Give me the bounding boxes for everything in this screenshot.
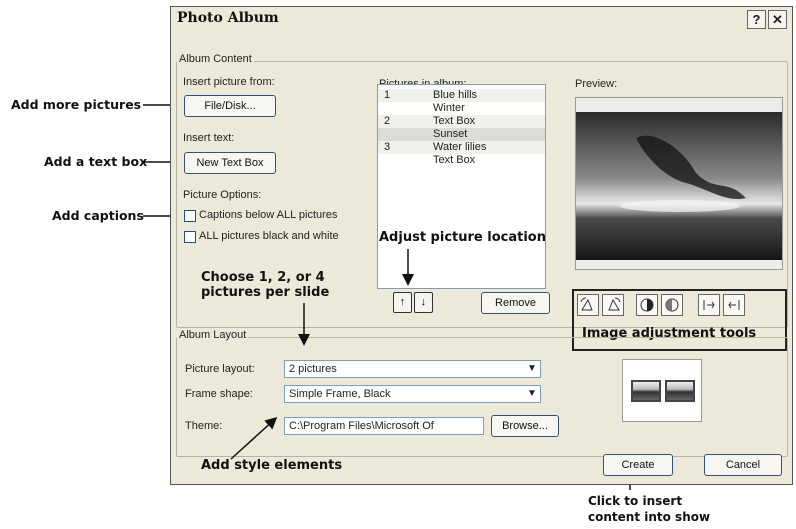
preview-label: Preview: xyxy=(575,78,618,90)
annotation-choose-layout-2: pictures per slide xyxy=(201,285,330,300)
preview-image xyxy=(575,97,783,270)
layout-thumbnail xyxy=(665,380,695,402)
annotation-add-text-box: Add a text box xyxy=(44,154,148,169)
brightness-up-icon[interactable] xyxy=(698,294,720,316)
frame-shape-value: Simple Frame, Black xyxy=(289,388,391,400)
black-white-label[interactable]: ALL pictures black and white xyxy=(199,230,339,242)
brightness-down-icon[interactable] xyxy=(723,294,745,316)
remove-button[interactable]: Remove xyxy=(481,292,550,314)
album-layout-frame xyxy=(176,337,788,457)
contrast-down-icon[interactable] xyxy=(661,294,683,316)
rotate-right-icon[interactable] xyxy=(602,294,624,316)
annotation-add-more-pictures: Add more pictures xyxy=(11,97,142,112)
annotation-adjust-location: Adjust picture location xyxy=(379,230,546,245)
theme-label: Theme: xyxy=(185,420,223,432)
image-adjustment-tools-box: Image adjustment tools xyxy=(572,289,787,351)
browse-button[interactable]: Browse... xyxy=(491,415,559,437)
annotation-click-insert-1: Click to insert xyxy=(588,494,683,508)
close-button[interactable]: ✕ xyxy=(768,10,787,29)
captions-label[interactable]: Captions below ALL pictures xyxy=(199,209,338,221)
layout-preview xyxy=(622,359,702,422)
title-bar: Photo Album ? ✕ xyxy=(171,7,792,31)
sunset-preview-icon xyxy=(576,98,782,269)
album-content-legend: Album Content xyxy=(177,53,254,65)
new-text-box-button[interactable]: New Text Box xyxy=(184,152,276,174)
rotate-left-icon[interactable] xyxy=(577,294,599,316)
layout-thumbnail xyxy=(631,380,661,402)
file-disk-label: File/Disk... xyxy=(204,100,256,112)
frame-shape-select[interactable]: Simple Frame, Black ▼ xyxy=(284,385,541,403)
theme-input[interactable]: C:\Program Files\Microsoft Of xyxy=(284,417,484,435)
dialog-title: Photo Album xyxy=(177,10,279,26)
photo-album-dialog: Photo Album ? ✕ Album Content Insert pic… xyxy=(170,6,793,485)
annotation-choose-layout-1: Choose 1, 2, or 4 xyxy=(201,270,325,285)
create-button[interactable]: Create xyxy=(603,454,673,476)
theme-value: C:\Program Files\Microsoft Of xyxy=(289,420,434,432)
album-content-frame xyxy=(176,61,788,328)
annotation-add-captions: Add captions xyxy=(52,208,144,223)
move-up-button[interactable]: ↑ xyxy=(393,292,412,313)
picture-layout-select[interactable]: 2 pictures ▼ xyxy=(284,360,541,378)
insert-picture-label: Insert picture from: xyxy=(183,76,275,88)
list-item[interactable]: Winter xyxy=(433,102,465,114)
annotation-arrows-inside xyxy=(230,249,414,460)
black-white-checkbox[interactable] xyxy=(184,231,196,243)
chevron-down-icon[interactable]: ▼ xyxy=(527,363,537,374)
annotation-click-insert-2: content into show xyxy=(588,510,711,524)
help-button[interactable]: ? xyxy=(747,10,766,29)
file-disk-button[interactable]: File/Disk... xyxy=(184,95,276,117)
insert-text-label: Insert text: xyxy=(183,132,235,144)
picture-options-label: Picture Options: xyxy=(183,189,262,201)
picture-layout-value: 2 pictures xyxy=(289,363,337,375)
list-item[interactable]: Text Box xyxy=(433,154,476,166)
annotation-style-elements: Add style elements xyxy=(201,458,343,473)
picture-layout-label: Picture layout: xyxy=(185,363,255,375)
contrast-up-icon[interactable] xyxy=(636,294,658,316)
album-layout-legend: Album Layout xyxy=(177,329,249,341)
move-down-button[interactable]: ↓ xyxy=(414,292,433,313)
cancel-button[interactable]: Cancel xyxy=(704,454,782,476)
captions-checkbox[interactable] xyxy=(184,210,196,222)
frame-shape-label: Frame shape: xyxy=(185,388,253,400)
chevron-down-icon[interactable]: ▼ xyxy=(527,388,537,399)
list-item[interactable]: Sunset xyxy=(378,128,545,141)
